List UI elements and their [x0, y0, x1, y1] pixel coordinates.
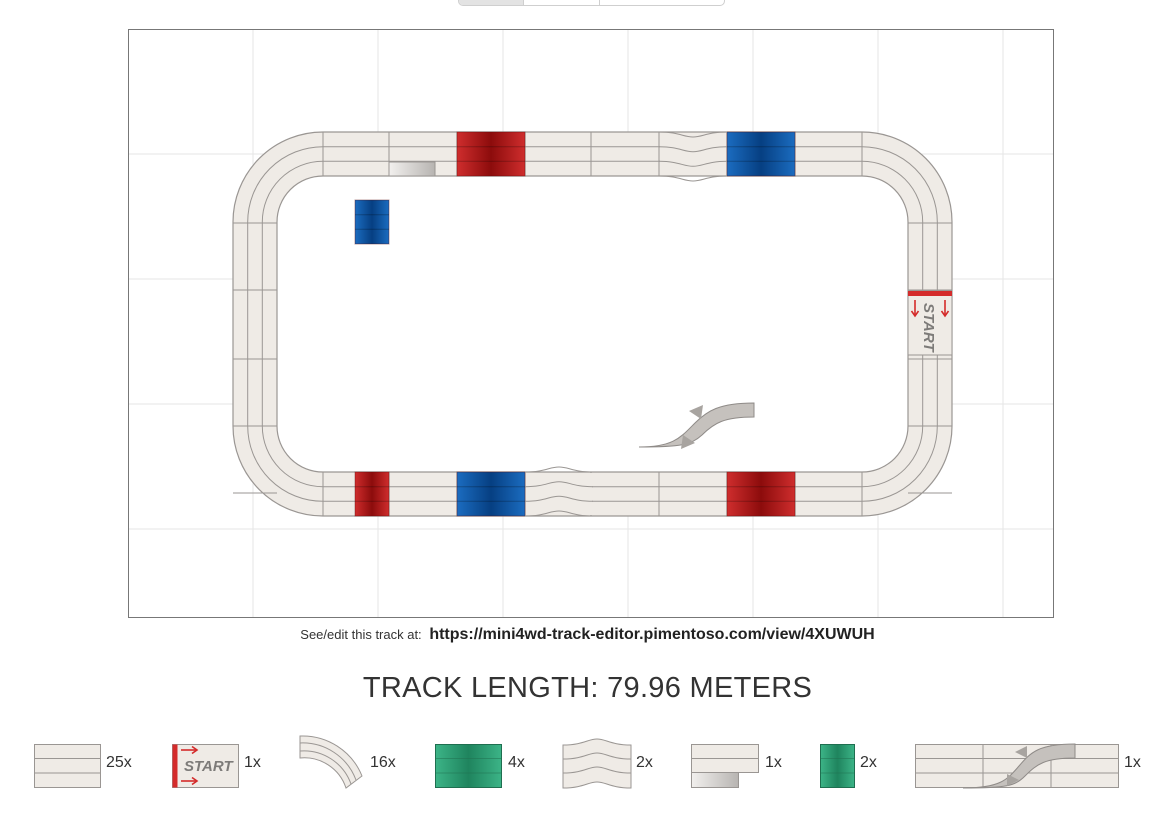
wave-fill [660, 133, 726, 175]
share-label: See/edit this track at: [300, 627, 422, 642]
slope-body [726, 131, 796, 177]
wave-piece-icon [562, 738, 632, 789]
legend-count: 16x [370, 754, 396, 771]
wave-lane [658, 146, 728, 153]
blue-slope-top [726, 131, 796, 177]
tab-3[interactable] [600, 0, 724, 5]
red-slope-bottom-right [726, 471, 796, 517]
track-layout: START [129, 30, 1053, 617]
lane-change-piece-icon [915, 743, 1119, 789]
start-piece-icon: START [172, 744, 239, 788]
outer-loop [232, 131, 953, 517]
legend-count: 25x [106, 754, 132, 771]
start-text: START [184, 758, 234, 775]
lane-change-half-icon [691, 744, 759, 788]
start-arrow [940, 310, 950, 318]
red-slope-top [456, 131, 526, 177]
track-length: TRACK LENGTH: 79.96 METERS [362, 672, 813, 704]
legend-count: 1x [244, 754, 261, 771]
track-canvas[interactable]: START [128, 29, 1054, 618]
slope-body [456, 131, 526, 177]
lane-change-crossing [638, 402, 755, 449]
share-line: See/edit this track at: https://mini4wd-… [0, 626, 1175, 644]
crossing-arrow [681, 435, 695, 449]
legend-count: 1x [1124, 754, 1141, 771]
wave-edge [524, 510, 594, 517]
wave-bottom [524, 466, 594, 517]
start-line [908, 291, 952, 296]
start-piece: START [907, 290, 953, 356]
slope-body [726, 471, 796, 517]
blue-slope-inner [354, 199, 390, 245]
legend-count: 2x [860, 754, 877, 771]
slope-half-icon [820, 744, 855, 788]
wave-lane [524, 481, 594, 488]
slope-body [456, 471, 526, 517]
tab-2[interactable] [524, 0, 600, 5]
wave-edge [658, 131, 728, 138]
slope-piece-icon [435, 744, 502, 788]
slope-body [354, 199, 390, 245]
wave-lane [658, 160, 728, 167]
piece-legend: 25x START 1x 16x 4x [0, 735, 1175, 796]
view-tabs [458, 0, 725, 6]
start-arrow [910, 310, 920, 318]
straight-piece-icon [34, 744, 101, 788]
wave-lane [524, 495, 594, 502]
red-slope-bottom-left [354, 471, 390, 517]
share-url-link[interactable]: https://mini4wd-track-editor.pimentoso.c… [429, 626, 875, 643]
blue-slope-bottom [456, 471, 526, 517]
lane-change-stub [388, 161, 436, 177]
legend-count: 1x [765, 754, 782, 771]
wave-edge [658, 175, 728, 182]
wave-fill [526, 473, 592, 515]
wave-top [658, 131, 728, 182]
stub-body [388, 161, 436, 177]
curve-piece-icon [299, 735, 363, 789]
slope-body [354, 471, 390, 517]
crossing-arrow [689, 405, 703, 419]
wave-edge [524, 466, 594, 473]
tab-1[interactable] [459, 0, 524, 5]
start-text: START [920, 303, 937, 353]
legend-count: 2x [636, 754, 653, 771]
legend-count: 4x [508, 754, 525, 771]
